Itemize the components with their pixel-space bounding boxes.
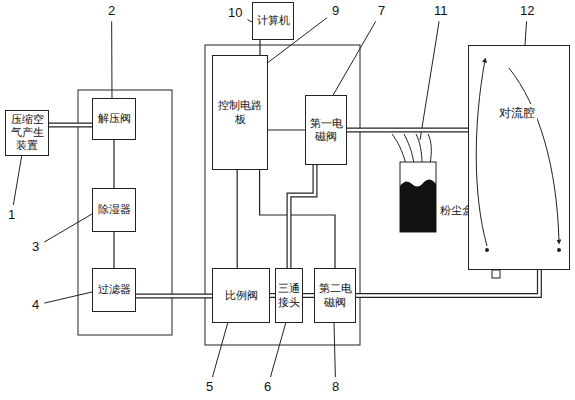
control-group-housing	[205, 45, 360, 345]
dust-box: 粉尘盒	[396, 158, 476, 234]
dehumidifier-box: 除湿器	[92, 188, 136, 232]
pipe-connector	[289, 165, 315, 268]
leader-line	[111, 21, 112, 100]
airflow-arrows	[469, 46, 569, 269]
pipe-connector	[49, 125, 92, 126]
solenoid-valve-box: 第一电磁阀	[305, 95, 347, 165]
signal-wire	[260, 170, 335, 268]
pipe-bore	[347, 129, 468, 132]
node-label: 控制电路板	[213, 97, 267, 127]
node-label: 压缩空气产生装置	[6, 111, 48, 155]
pipe-wall	[347, 128, 468, 133]
callout-number: 11	[432, 4, 450, 18]
circuit-board-box: 控制电路板	[212, 55, 268, 170]
pipe-bore	[356, 270, 539, 296]
pipe-bore	[303, 294, 314, 297]
dust-tubes	[392, 134, 431, 164]
callout-number: 6	[262, 380, 273, 394]
pipe-connector	[356, 270, 539, 296]
pipe-connector	[136, 296, 212, 297]
leader-line	[44, 214, 92, 242]
node-label: 解压阀	[96, 110, 133, 127]
pipe-wall	[289, 165, 315, 268]
chamber-ports	[492, 270, 500, 278]
node-label: 第二电磁阀	[315, 280, 355, 310]
leader-lines	[13, 18, 526, 377]
signal-wire	[268, 130, 305, 131]
wire-line	[113, 140, 114, 188]
airflow-arrow	[509, 68, 559, 242]
valve-box: 解压阀	[92, 98, 136, 140]
pipe-bore	[49, 124, 92, 127]
computer-box: 计算机	[252, 2, 294, 40]
callout-number: 7	[376, 4, 387, 18]
airflow-arrow	[476, 60, 487, 246]
dust-fill	[400, 179, 436, 232]
callout-number: 2	[106, 4, 117, 18]
leader-line	[420, 21, 439, 140]
wire-line	[113, 232, 114, 268]
node-label: 过滤器	[96, 281, 133, 298]
dust-box-outline	[400, 162, 436, 232]
proportional-valve-box: 比例阀	[212, 268, 270, 323]
convection-chamber: 对流腔	[468, 45, 570, 270]
solenoid-valve-box: 第二电磁阀	[314, 268, 356, 323]
signal-wire	[237, 170, 238, 268]
airflow-dot	[557, 248, 561, 252]
airflow-dot	[485, 248, 489, 252]
dust-box-drawing	[396, 158, 476, 234]
pipe-wall	[136, 294, 212, 299]
leader-line	[212, 322, 228, 377]
callout-number: 8	[330, 380, 341, 394]
leader-line	[334, 322, 335, 377]
tee-joint-box: 三通接头	[275, 268, 303, 323]
callout-number: 10	[226, 6, 244, 20]
leader-line	[44, 292, 92, 303]
wire-line	[237, 170, 238, 268]
wire-line	[260, 170, 335, 268]
leader-line	[270, 322, 286, 377]
wire-line	[268, 129, 305, 130]
callout-number: 1	[6, 208, 17, 222]
callout-number: 9	[330, 4, 341, 18]
callout-number: 5	[204, 380, 215, 394]
leader-line	[13, 154, 22, 205]
signal-wire	[114, 232, 115, 268]
signal-wire	[260, 40, 261, 55]
node-label: 三通接头	[276, 280, 302, 310]
filter-box: 过滤器	[92, 268, 136, 312]
node-label: 比例阀	[223, 287, 260, 304]
node-label: 计算机	[255, 12, 292, 29]
node-label: 除湿器	[96, 201, 133, 218]
wire-line	[259, 40, 260, 55]
generator-box: 压缩空气产生装置	[5, 110, 49, 156]
pipe-wall	[303, 293, 314, 298]
pipe-connector	[303, 295, 314, 296]
leader-line	[332, 21, 376, 97]
callout-number: 12	[518, 4, 536, 18]
signal-wire	[114, 140, 115, 188]
callout-number: 3	[30, 240, 41, 254]
node-label: 对流腔	[497, 104, 537, 122]
pipe-wall	[356, 270, 539, 296]
pipe-bore	[136, 295, 212, 298]
pipe-connector	[347, 130, 468, 131]
node-label: 第一电磁阀	[306, 115, 346, 145]
callout-number: 4	[30, 298, 41, 312]
pipe-bore	[289, 165, 315, 268]
pipe-wall	[49, 123, 92, 128]
